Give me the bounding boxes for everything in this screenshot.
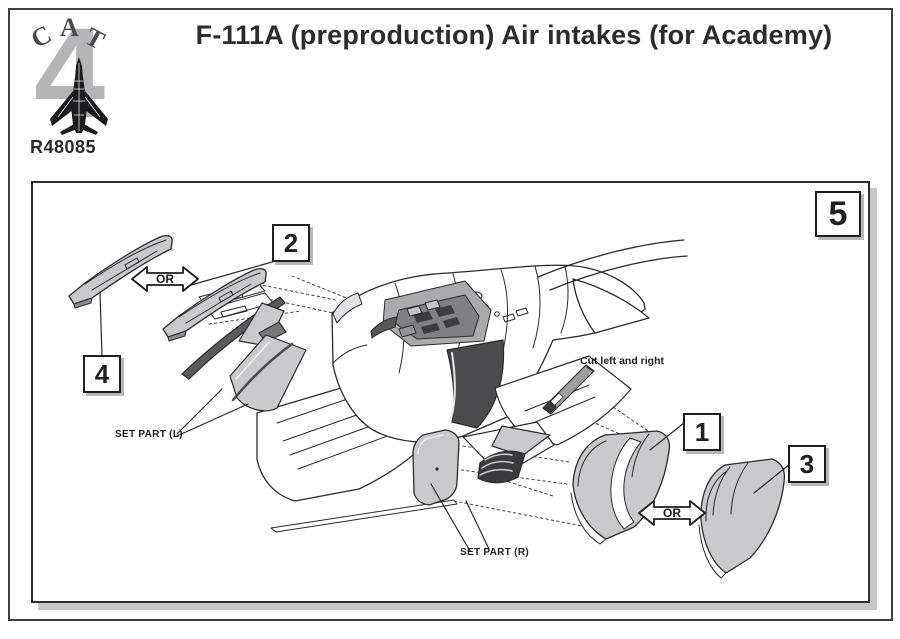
callout-number: 1 xyxy=(694,416,710,447)
diagram-frame: OR OR 1 2 3 4 5 SET PART (L) SET PART (R… xyxy=(31,181,870,603)
set-part-right-label: SET PART (R) xyxy=(460,547,529,558)
or-arrow-top: OR xyxy=(131,266,199,292)
product-code: R48085 xyxy=(30,137,97,157)
logo-letter-a: A xyxy=(60,13,79,42)
or-arrow-bottom: OR xyxy=(638,500,706,526)
or-label: OR xyxy=(663,506,681,520)
exploded-view-drawing: OR OR xyxy=(68,235,791,579)
callout-box-3: 3 xyxy=(788,445,826,483)
part-1-intake-cowl xyxy=(570,430,671,545)
or-label: OR xyxy=(156,272,174,286)
cut-note-label: Cut left and right xyxy=(580,355,664,367)
shock-cone-assembly xyxy=(462,421,555,484)
step-number-box: 5 xyxy=(815,191,861,237)
callout-number: 4 xyxy=(94,358,110,389)
crew-module-bay xyxy=(382,280,492,347)
leader-lines xyxy=(99,259,791,552)
logo-numeral-4: 4 xyxy=(34,2,106,145)
callout-box-1: 1 xyxy=(683,413,721,451)
step-number: 5 xyxy=(828,194,848,233)
part-4-intake-cowl xyxy=(68,235,173,309)
callout-box-2: 2 xyxy=(272,224,310,262)
page-border xyxy=(8,8,893,621)
right-splitter-plate xyxy=(412,429,460,506)
page-title: F-111A (preproduction) Air intakes (for … xyxy=(195,20,833,50)
callout-number: 2 xyxy=(283,227,299,258)
cut-strake-part xyxy=(542,364,595,415)
left-splitter-plates xyxy=(181,296,307,412)
brand-logo: 4 C A T R48085 xyxy=(26,3,143,164)
set-part-left-label: SET PART (L) xyxy=(115,429,183,440)
part-2-intake-cowl xyxy=(162,268,267,342)
part-3-intake-cowl xyxy=(698,458,786,579)
callout-box-4: 4 xyxy=(83,355,121,393)
f111-silhouette-icon xyxy=(50,57,108,135)
callout-number: 3 xyxy=(799,448,815,479)
intake-duct-opening xyxy=(370,316,505,429)
